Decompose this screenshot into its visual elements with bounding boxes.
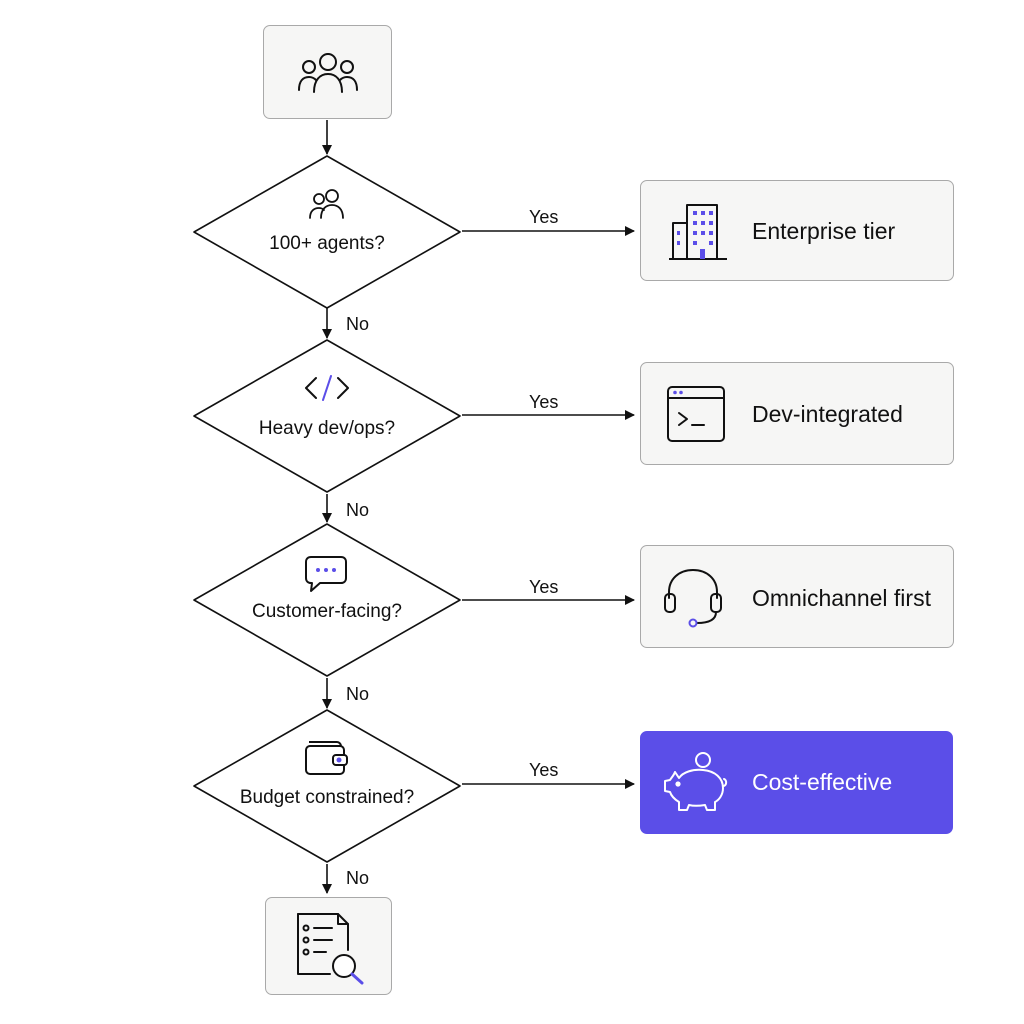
outcome-label-2: Dev-integrated — [752, 401, 903, 427]
yes-label-2: Yes — [529, 392, 559, 412]
decision-question-4: Budget constrained? — [239, 787, 415, 808]
users-group-icon — [298, 53, 358, 93]
no-label-4: No — [346, 868, 370, 888]
outcome-label-4: Cost-effective — [752, 769, 893, 795]
yes-label-4: Yes — [529, 760, 559, 780]
decision-diamond-2 — [193, 339, 461, 493]
chat-bubble-icon — [305, 556, 347, 592]
decision-diamond-3 — [193, 523, 461, 677]
outcome-label-1: Enterprise tier — [752, 218, 896, 244]
outcome-label-3: Omnichannel first — [752, 585, 931, 611]
start-node — [263, 25, 392, 119]
terminal-icon — [667, 386, 725, 442]
headset-icon — [664, 569, 722, 628]
checklist-search-icon — [297, 913, 364, 985]
code-icon — [305, 375, 349, 401]
no-label-3: No — [346, 684, 370, 704]
building-icon — [669, 204, 727, 260]
no-label-2: No — [346, 500, 370, 520]
decision-question-2: Heavy dev/ops? — [258, 418, 396, 439]
no-label-1: No — [346, 314, 370, 334]
outcome-enterprise-tier: Enterprise tier — [640, 180, 954, 281]
outcome-omnichannel-first: Omnichannel first — [640, 545, 954, 648]
decision-question-1: 100+ agents? — [269, 233, 385, 254]
outcome-dev-integrated: Dev-integrated — [640, 362, 954, 465]
decision-diamond-4 — [193, 709, 461, 863]
end-node — [265, 897, 392, 995]
outcome-cost-effective: Cost-effective — [640, 731, 953, 834]
wallet-icon — [305, 741, 348, 775]
yes-label-1: Yes — [529, 207, 559, 227]
yes-label-3: Yes — [529, 577, 559, 597]
decision-question-3: Customer-facing? — [252, 601, 402, 622]
users-icon — [309, 189, 344, 219]
decision-diamond-1 — [193, 155, 461, 309]
piggy-bank-icon — [664, 752, 728, 811]
